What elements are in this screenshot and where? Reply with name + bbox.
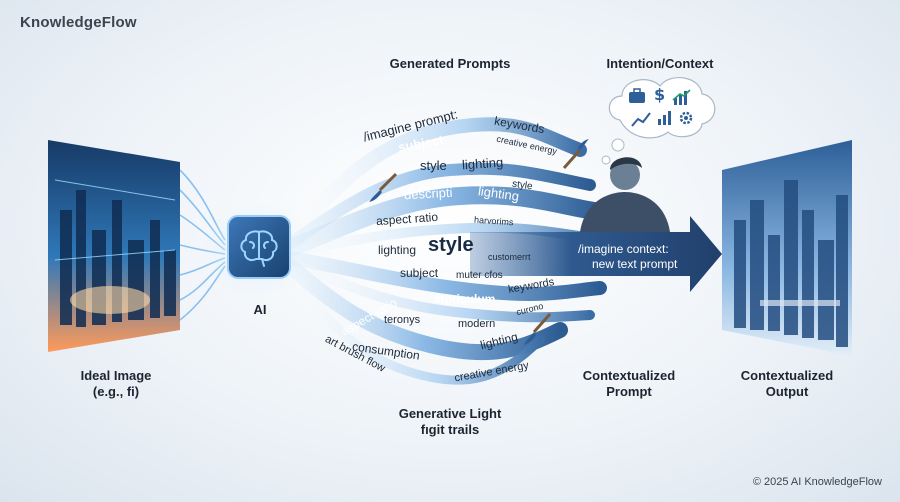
trails-caption-line2: fıgit trails	[420, 422, 480, 437]
input-caption-line1: Ideal Image	[80, 368, 152, 383]
growth-icon	[658, 111, 671, 125]
gear-icon	[679, 111, 693, 125]
word-style: style	[420, 158, 447, 173]
output-caption-line1: Contextualized	[740, 368, 834, 383]
input-caption-line2: (e.g., fi)	[92, 384, 140, 399]
word-description: descripti	[403, 184, 453, 203]
word-teronys: teronys	[384, 314, 421, 326]
trails-caption-line1: Generative Light	[398, 406, 502, 421]
word-lighting-left: lighting	[378, 243, 417, 257]
contextualized-prompt-caption: Contextualized Prompt	[564, 368, 694, 400]
contextualized-prompt-line2: Prompt	[606, 384, 652, 399]
person-icon	[580, 157, 670, 232]
main-arrow	[470, 216, 722, 292]
trails-caption: Generative Light fıgit trails	[380, 406, 520, 438]
word-lighting: lighting	[461, 154, 504, 173]
word-subject-2: subject	[400, 266, 439, 280]
word-modern: modern	[458, 318, 496, 330]
input-caption: Ideal Image (e.g., fi)	[56, 368, 176, 400]
briefcase-icon	[629, 88, 645, 103]
paintbrush-icon	[369, 172, 398, 202]
dollar-icon: $	[654, 85, 665, 104]
word-style-big: style	[428, 234, 474, 256]
ideal-image	[48, 140, 180, 352]
arrow-label-line2: new text prompt	[592, 257, 678, 271]
contextualized-prompt-line1: Contextualized	[582, 368, 676, 383]
chart-icon	[672, 89, 691, 105]
output-image	[722, 140, 852, 356]
brain-icon	[240, 230, 278, 267]
arrow-label: /imagine context: new text prompt	[578, 242, 677, 272]
svg-text:$: $	[654, 85, 665, 104]
paintbrush-icon	[524, 313, 552, 345]
word-muter-cfos: muter cfos	[456, 270, 503, 281]
intention-context-heading: Intention/Context	[606, 56, 714, 71]
generated-prompts-heading: Generated Prompts	[389, 56, 511, 71]
word-atpriculum: atpriculum	[434, 292, 496, 306]
word-customerrt: customerrt	[488, 252, 531, 262]
arrow-label-line1: /imagine context:	[578, 242, 669, 256]
output-caption-line2: Output	[765, 384, 809, 399]
ai-label: AI	[253, 302, 267, 317]
copyright: © 2025 AI KnowledgeFlow	[752, 476, 882, 488]
paintbrush-icon	[562, 139, 589, 169]
bar-chart-icon	[631, 112, 651, 127]
output-caption: Contextualized Output	[722, 368, 852, 400]
brand-logo: KnowledgeFlow	[20, 14, 137, 31]
